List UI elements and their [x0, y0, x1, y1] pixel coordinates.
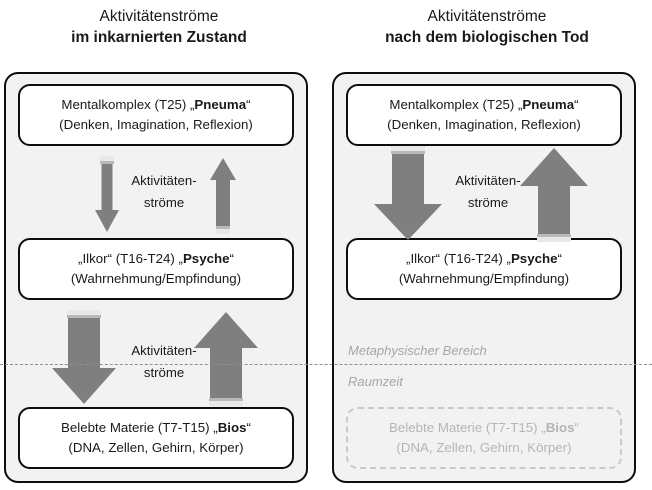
- node-bios-right: Belebte Materie (T7-T15) „Bios“ (DNA, Ze…: [346, 407, 622, 469]
- realm-caption-metaphysical: Metaphysischer Bereich: [348, 343, 487, 358]
- node-bios-left-line2: (DNA, Zellen, Gehirn, Körper): [68, 440, 244, 455]
- node-bios-right-line1: Belebte Materie (T7-T15) „Bios“: [389, 420, 579, 435]
- left-title-line2: im inkarnierten Zustand: [71, 29, 247, 46]
- arrow-down-pneuma-to-psyche-left: [95, 156, 119, 232]
- node-pneuma-left-line2: (Denken, Imagination, Reflexion): [59, 117, 253, 132]
- node-bios-left: Belebte Materie (T7-T15) „Bios“ (DNA, Ze…: [18, 407, 294, 469]
- node-bios-left-line1: Belebte Materie (T7-T15) „Bios“: [61, 420, 251, 435]
- realm-caption-spacetime: Raumzeit: [348, 374, 403, 389]
- left-panel-title: Aktivitätenströme im inkarnierten Zustan…: [4, 6, 314, 49]
- arrow-up-psyche-to-pneuma-left: [210, 158, 236, 234]
- flow-label-right: Aktivitäten- ströme: [442, 170, 534, 214]
- right-title-line1: Aktivitätenströme: [427, 8, 547, 25]
- node-pneuma-left-line1: Mentalkomplex (T25) „Pneuma“: [61, 97, 251, 112]
- flow-label-lower-left-line1: Aktivitäten-: [131, 343, 197, 358]
- right-panel-title: Aktivitätenströme nach dem biologischen …: [332, 6, 642, 49]
- node-psyche-right: „Ilkor“ (T16-T24) „Psyche“ (Wahrnehmung/…: [346, 238, 622, 300]
- flow-label-right-line2: ströme: [467, 195, 509, 210]
- node-pneuma-right: Mentalkomplex (T25) „Pneuma“ (Denken, Im…: [346, 84, 622, 146]
- node-psyche-left: „Ilkor“ (T16-T24) „Psyche“ (Wahrnehmung/…: [18, 238, 294, 300]
- arrow-down-pneuma-to-psyche-right: [374, 146, 442, 240]
- arrow-up-bios-to-psyche-left: [194, 312, 258, 406]
- flow-label-right-line1: Aktivitäten-: [455, 173, 521, 188]
- node-pneuma-right-line1: Mentalkomplex (T25) „Pneuma“: [389, 97, 579, 112]
- node-psyche-right-line2: (Wahrnehmung/Empfindung): [398, 271, 570, 286]
- panel-incarnated: Mentalkomplex (T25) „Pneuma“ (Denken, Im…: [4, 72, 308, 483]
- realm-divider-line: [0, 364, 652, 365]
- left-title-line1: Aktivitätenströme: [99, 8, 219, 25]
- flow-label-upper-left: Aktivitäten- ströme: [118, 170, 210, 214]
- flow-label-lower-left: Aktivitäten- ströme: [118, 340, 210, 384]
- node-psyche-left-line2: (Wahrnehmung/Empfindung): [70, 271, 242, 286]
- flow-label-lower-left-line2: ströme: [143, 365, 185, 380]
- right-title-line2: nach dem biologischen Tod: [385, 29, 589, 46]
- flow-label-upper-left-line2: ströme: [143, 195, 185, 210]
- flow-label-upper-left-line1: Aktivitäten-: [131, 173, 197, 188]
- arrow-down-psyche-to-bios-left: [52, 310, 116, 404]
- node-psyche-right-line1: „Ilkor“ (T16-T24) „Psyche“: [406, 251, 562, 266]
- panel-after-death: Mentalkomplex (T25) „Pneuma“ (Denken, Im…: [332, 72, 636, 483]
- node-bios-right-line2: (DNA, Zellen, Gehirn, Körper): [396, 440, 572, 455]
- node-pneuma-left: Mentalkomplex (T25) „Pneuma“ (Denken, Im…: [18, 84, 294, 146]
- node-pneuma-right-line2: (Denken, Imagination, Reflexion): [387, 117, 581, 132]
- arrow-up-psyche-to-pneuma-right: [520, 148, 588, 242]
- node-psyche-left-line1: „Ilkor“ (T16-T24) „Psyche“: [78, 251, 234, 266]
